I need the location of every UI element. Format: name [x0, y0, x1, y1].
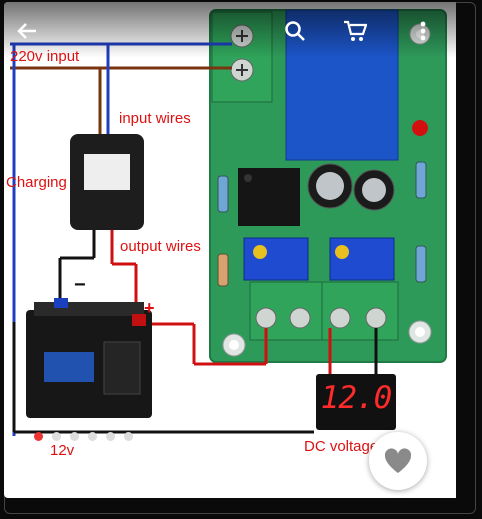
label-plus: +	[144, 298, 155, 318]
carousel-dot[interactable]	[124, 432, 133, 441]
pot-rp1	[329, 237, 395, 281]
more-menu-button[interactable]	[408, 16, 438, 46]
label-charging: Charging	[6, 174, 67, 191]
arrow-left-icon	[17, 23, 36, 39]
label-dc-voltage: DC voltage	[304, 438, 379, 455]
back-button[interactable]	[12, 16, 42, 46]
search-button[interactable]	[280, 16, 310, 46]
top-toolbar	[4, 2, 456, 58]
cart-icon	[344, 20, 367, 41]
carousel-dot[interactable]	[34, 432, 43, 441]
product-image-viewer[interactable]: 220v input input wires Charging output w…	[4, 2, 456, 498]
cart-button[interactable]	[340, 16, 370, 46]
pot-rp2	[243, 237, 309, 281]
label-12v: 12v	[50, 442, 75, 459]
carousel-dot[interactable]	[88, 432, 97, 441]
favorite-button[interactable]	[369, 432, 427, 490]
label-input-wires: input wires	[119, 110, 191, 127]
output-terminal-right	[321, 281, 399, 341]
carousel-dot[interactable]	[70, 432, 79, 441]
dc-voltmeter-display: 12.0	[316, 374, 396, 430]
label-220v-input: 220v input	[10, 48, 80, 65]
carousel-indicator	[34, 432, 133, 441]
heart-icon	[384, 448, 412, 473]
search-icon	[285, 21, 305, 41]
label-minus: −	[74, 274, 86, 296]
label-output-wires: output wires	[120, 238, 201, 255]
voltmeter-reading: 12.0	[320, 380, 393, 416]
carousel-dot[interactable]	[106, 432, 115, 441]
carousel-dot[interactable]	[52, 432, 61, 441]
more-vertical-icon	[420, 21, 426, 41]
led	[412, 120, 428, 136]
